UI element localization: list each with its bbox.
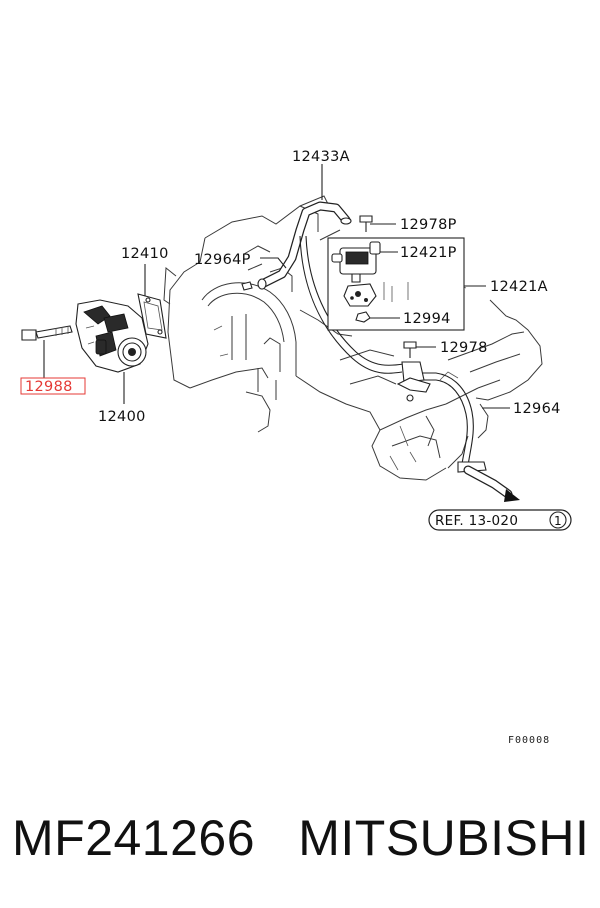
figure-code: F00008 — [508, 735, 550, 746]
leader-lines — [43, 164, 510, 409]
footer-brand: MITSUBISHI — [298, 810, 590, 866]
label-12433A: 12433A — [292, 149, 350, 165]
label-12978: 12978 — [440, 340, 488, 356]
footer-caption: MF241266 MITSUBISHI — [12, 808, 592, 868]
solenoid-valve-12421P — [331, 241, 381, 283]
label-12421P: 12421P — [400, 245, 457, 261]
label-12964P: 12964P — [194, 252, 251, 268]
bolt-12994 — [355, 311, 371, 323]
bolt-12978P — [359, 215, 373, 232]
label-12978P: 12978P — [400, 217, 457, 233]
part-labels: 12433A 12978P 12964P 12410 12421P 12421A… — [20, 149, 561, 425]
hose-12433A — [257, 201, 352, 290]
reference-circle-number: 1 — [554, 514, 562, 528]
label-12964: 12964 — [513, 401, 561, 417]
bolt-12988 — [21, 325, 73, 341]
label-12421A: 12421A — [490, 279, 548, 295]
solenoid-bracket — [343, 282, 409, 307]
egr-valve-12400 — [75, 299, 149, 373]
reference-text: REF. 13-020 — [435, 513, 518, 529]
bolt-12978 — [403, 341, 417, 358]
footer-part-number: MF241266 — [12, 810, 256, 866]
label-12410: 12410 — [121, 246, 169, 262]
bracket-12978 — [396, 377, 431, 393]
gasket-12410 — [137, 293, 167, 339]
label-12400: 12400 — [98, 409, 146, 425]
vacuum-line-12964 — [299, 235, 520, 502]
solenoid-assembly-box — [327, 237, 465, 331]
reference-box: REF. 13-020 1 — [428, 509, 572, 531]
label-12994: 12994 — [403, 311, 451, 327]
label-12988: 12988 — [25, 379, 73, 395]
highlight-box-12988 — [20, 377, 86, 395]
